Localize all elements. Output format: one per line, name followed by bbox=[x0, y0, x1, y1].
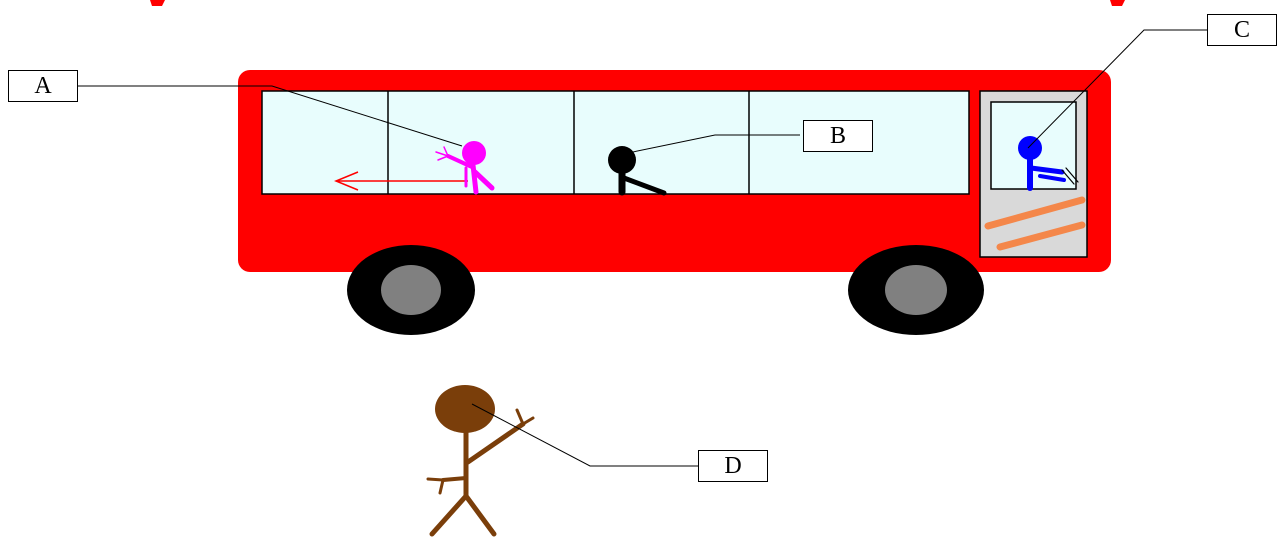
door-stripe-1 bbox=[984, 196, 1086, 230]
label-b: B bbox=[803, 120, 873, 152]
wheel-front-hub bbox=[885, 265, 947, 315]
wheel-front bbox=[848, 245, 984, 335]
leader-c bbox=[1027, 29, 1207, 149]
leader-b bbox=[627, 134, 800, 154]
leader-lines bbox=[78, 29, 1207, 467]
person-d-figure bbox=[426, 385, 535, 537]
label-c: C bbox=[1207, 14, 1277, 46]
person-c-figure bbox=[1018, 136, 1079, 191]
person-a-figure bbox=[435, 141, 495, 195]
bus bbox=[238, 70, 1111, 335]
leader-d bbox=[471, 403, 698, 467]
label-d: D bbox=[698, 450, 768, 482]
title-fragment-right bbox=[1110, 0, 1125, 6]
motion-arrow bbox=[334, 171, 468, 191]
door-stripe-2 bbox=[996, 221, 1086, 251]
wheel-rear-hub bbox=[381, 265, 441, 315]
leader-a bbox=[78, 85, 463, 147]
wheel-rear bbox=[347, 245, 475, 335]
label-a: A bbox=[8, 70, 78, 102]
title-fragment-left bbox=[150, 0, 165, 6]
